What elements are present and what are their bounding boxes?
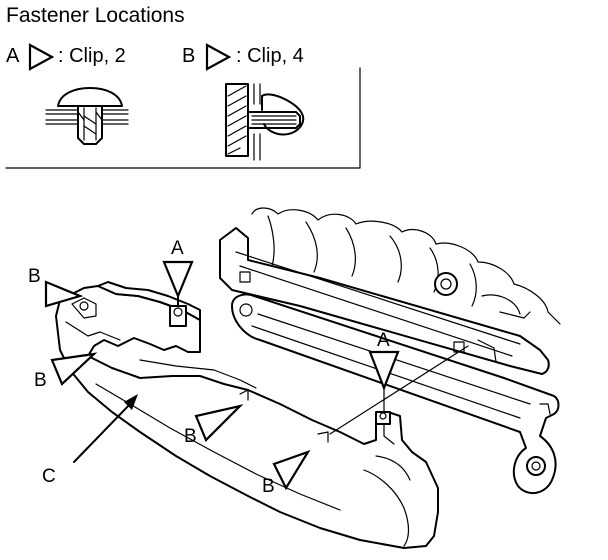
clip-b-marker xyxy=(50,352,98,386)
callout-b-left-mid: B xyxy=(34,370,47,391)
legend-clip-a: A : Clip, 2 xyxy=(6,43,126,71)
clip-a-marker xyxy=(162,260,194,299)
clip-a-marker xyxy=(368,350,400,392)
legend-clip-b: B : Clip, 4 xyxy=(182,43,304,71)
legend-b-letter: B xyxy=(182,45,195,67)
clip-b-detail xyxy=(225,83,305,161)
callout-a-right: A xyxy=(377,330,390,351)
legend-a-letter: A xyxy=(6,45,20,67)
triangle-right-icon xyxy=(28,43,55,71)
callout-a-top: A xyxy=(171,238,184,259)
clip-b-marker xyxy=(272,449,311,491)
clip-b-marker xyxy=(194,404,244,442)
trim-cover-c xyxy=(55,281,439,549)
triangle-right-icon xyxy=(205,43,232,71)
leader-line xyxy=(329,345,469,435)
legend-a-text: : Clip, 2 xyxy=(58,45,126,67)
legend-b-text: : Clip, 4 xyxy=(236,45,304,67)
callout-c-part: C xyxy=(42,466,56,487)
callout-b-bottom-right: B xyxy=(262,476,275,497)
clip-a-detail xyxy=(45,87,129,145)
callout-b-bottom-mid: B xyxy=(184,426,197,447)
clip-b-marker xyxy=(44,280,84,308)
c-pointer-arrow xyxy=(73,394,138,463)
page-title: Fastener Locations xyxy=(6,4,185,27)
callout-b-left-top: B xyxy=(28,266,41,287)
legend-box-border xyxy=(5,67,361,169)
